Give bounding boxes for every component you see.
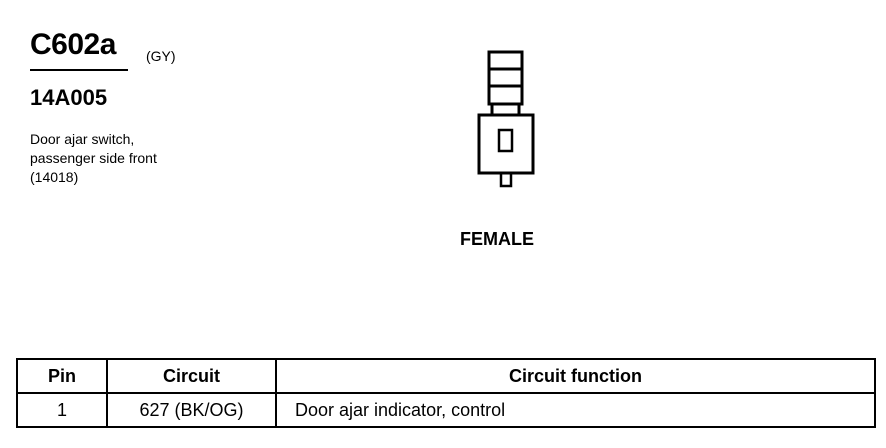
circuit-cell: 627 (BK/OG) — [106, 392, 277, 428]
connector-face-drawing — [477, 50, 535, 188]
column-header-function: Circuit function — [275, 358, 876, 394]
connector-latch-segment — [487, 84, 524, 106]
pin-number-cell: 1 — [16, 392, 108, 428]
title-underline — [30, 69, 128, 71]
connector-gender-label: FEMALE — [460, 229, 534, 249]
connector-latch-segment — [487, 50, 524, 71]
connector-latch-segment — [487, 67, 524, 88]
description-line: passenger side front — [30, 150, 157, 166]
component-description: Door ajar switch, passenger side front (… — [30, 130, 157, 187]
connector-tab — [499, 171, 513, 188]
connector-color-code: (GY) — [146, 48, 176, 64]
circuit-function-cell: Door ajar indicator, control — [275, 392, 876, 428]
table-header-row: Pin Circuit Circuit function — [16, 358, 876, 394]
pin-cavity-1 — [497, 128, 514, 153]
pin-table: Pin Circuit Circuit function 1 627 (BK/O… — [16, 358, 876, 428]
connector-body — [477, 113, 535, 175]
description-line: Door ajar switch, — [30, 131, 135, 147]
table-row: 1 627 (BK/OG) Door ajar indicator, contr… — [16, 392, 876, 428]
column-header-pin: Pin — [16, 358, 108, 394]
connector-id: C602a — [30, 28, 116, 61]
description-line: (14018) — [30, 169, 79, 185]
part-number: 14A005 — [30, 85, 108, 110]
column-header-circuit: Circuit — [106, 358, 277, 394]
